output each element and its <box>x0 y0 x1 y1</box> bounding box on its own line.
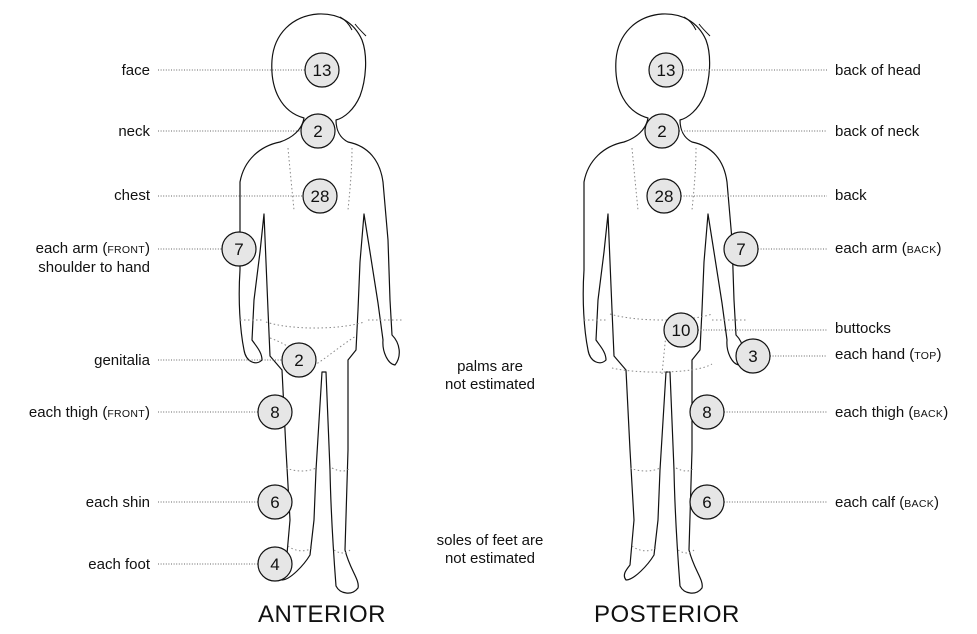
posterior-badge-value: 10 <box>672 321 691 340</box>
posterior-label-back: back <box>835 187 867 205</box>
posterior-badge: 2 <box>645 114 679 148</box>
anterior-label-shin: each shin <box>86 494 150 512</box>
posterior-title: POSTERIOR <box>594 601 740 629</box>
posterior-badge: 6 <box>690 485 724 519</box>
posterior-badge: 3 <box>736 339 770 373</box>
posterior-badge-value: 2 <box>657 122 666 141</box>
anterior-label-foot: each foot <box>88 556 150 574</box>
posterior-badge-value: 7 <box>736 240 745 259</box>
posterior-badge: 7 <box>724 232 758 266</box>
anterior-label-thigh: each thigh (FRONT) <box>29 404 150 423</box>
leader-lines <box>158 70 827 564</box>
anterior-badge: 13 <box>305 53 339 87</box>
posterior-label-calf: each calf (BACK) <box>835 494 939 513</box>
posterior-badge: 10 <box>664 313 698 347</box>
posterior-badge-value: 28 <box>655 187 674 206</box>
posterior-label-arm: each arm (BACK) <box>835 240 942 259</box>
posterior-badge: 8 <box>690 395 724 429</box>
anterior-badge: 7 <box>222 232 256 266</box>
posterior-badge-value: 3 <box>748 347 757 366</box>
anterior-badge-value: 7 <box>234 240 243 259</box>
anterior-badge-value: 8 <box>270 403 279 422</box>
posterior-label-hand: each hand (TOP) <box>835 346 942 365</box>
anterior-badge: 28 <box>303 179 337 213</box>
anterior-badge: 4 <box>258 547 292 581</box>
posterior-label-buttocks: buttocks <box>835 320 891 338</box>
posterior-label-back-of-neck: back of neck <box>835 123 919 141</box>
anterior-badge-value: 6 <box>270 493 279 512</box>
anterior-badge-value: 2 <box>294 351 303 370</box>
anterior-badge-value: 13 <box>313 61 332 80</box>
posterior-badge-value: 6 <box>702 493 711 512</box>
anterior-badge: 8 <box>258 395 292 429</box>
anterior-badge: 6 <box>258 485 292 519</box>
posterior-label-back-of-head: back of head <box>835 62 921 80</box>
anterior-label-face: face <box>122 62 150 80</box>
posterior-badge: 28 <box>647 179 681 213</box>
anterior-label-genitalia: genitalia <box>94 352 150 370</box>
anterior-badge-value: 2 <box>313 122 322 141</box>
posterior-badge-value: 13 <box>657 61 676 80</box>
anterior-label-neck: neck <box>118 123 150 141</box>
anterior-badge: 2 <box>282 343 316 377</box>
anterior-badge-value: 4 <box>270 555 279 574</box>
anterior-label-chest: chest <box>114 187 150 205</box>
posterior-badge: 13 <box>649 53 683 87</box>
anterior-title: ANTERIOR <box>258 601 386 629</box>
anterior-label-arm: each arm (FRONT) shoulder to hand <box>36 240 150 277</box>
anterior-badge-value: 28 <box>311 187 330 206</box>
posterior-badge-value: 8 <box>702 403 711 422</box>
posterior-label-thigh: each thigh (BACK) <box>835 404 948 423</box>
anterior-badge: 2 <box>301 114 335 148</box>
